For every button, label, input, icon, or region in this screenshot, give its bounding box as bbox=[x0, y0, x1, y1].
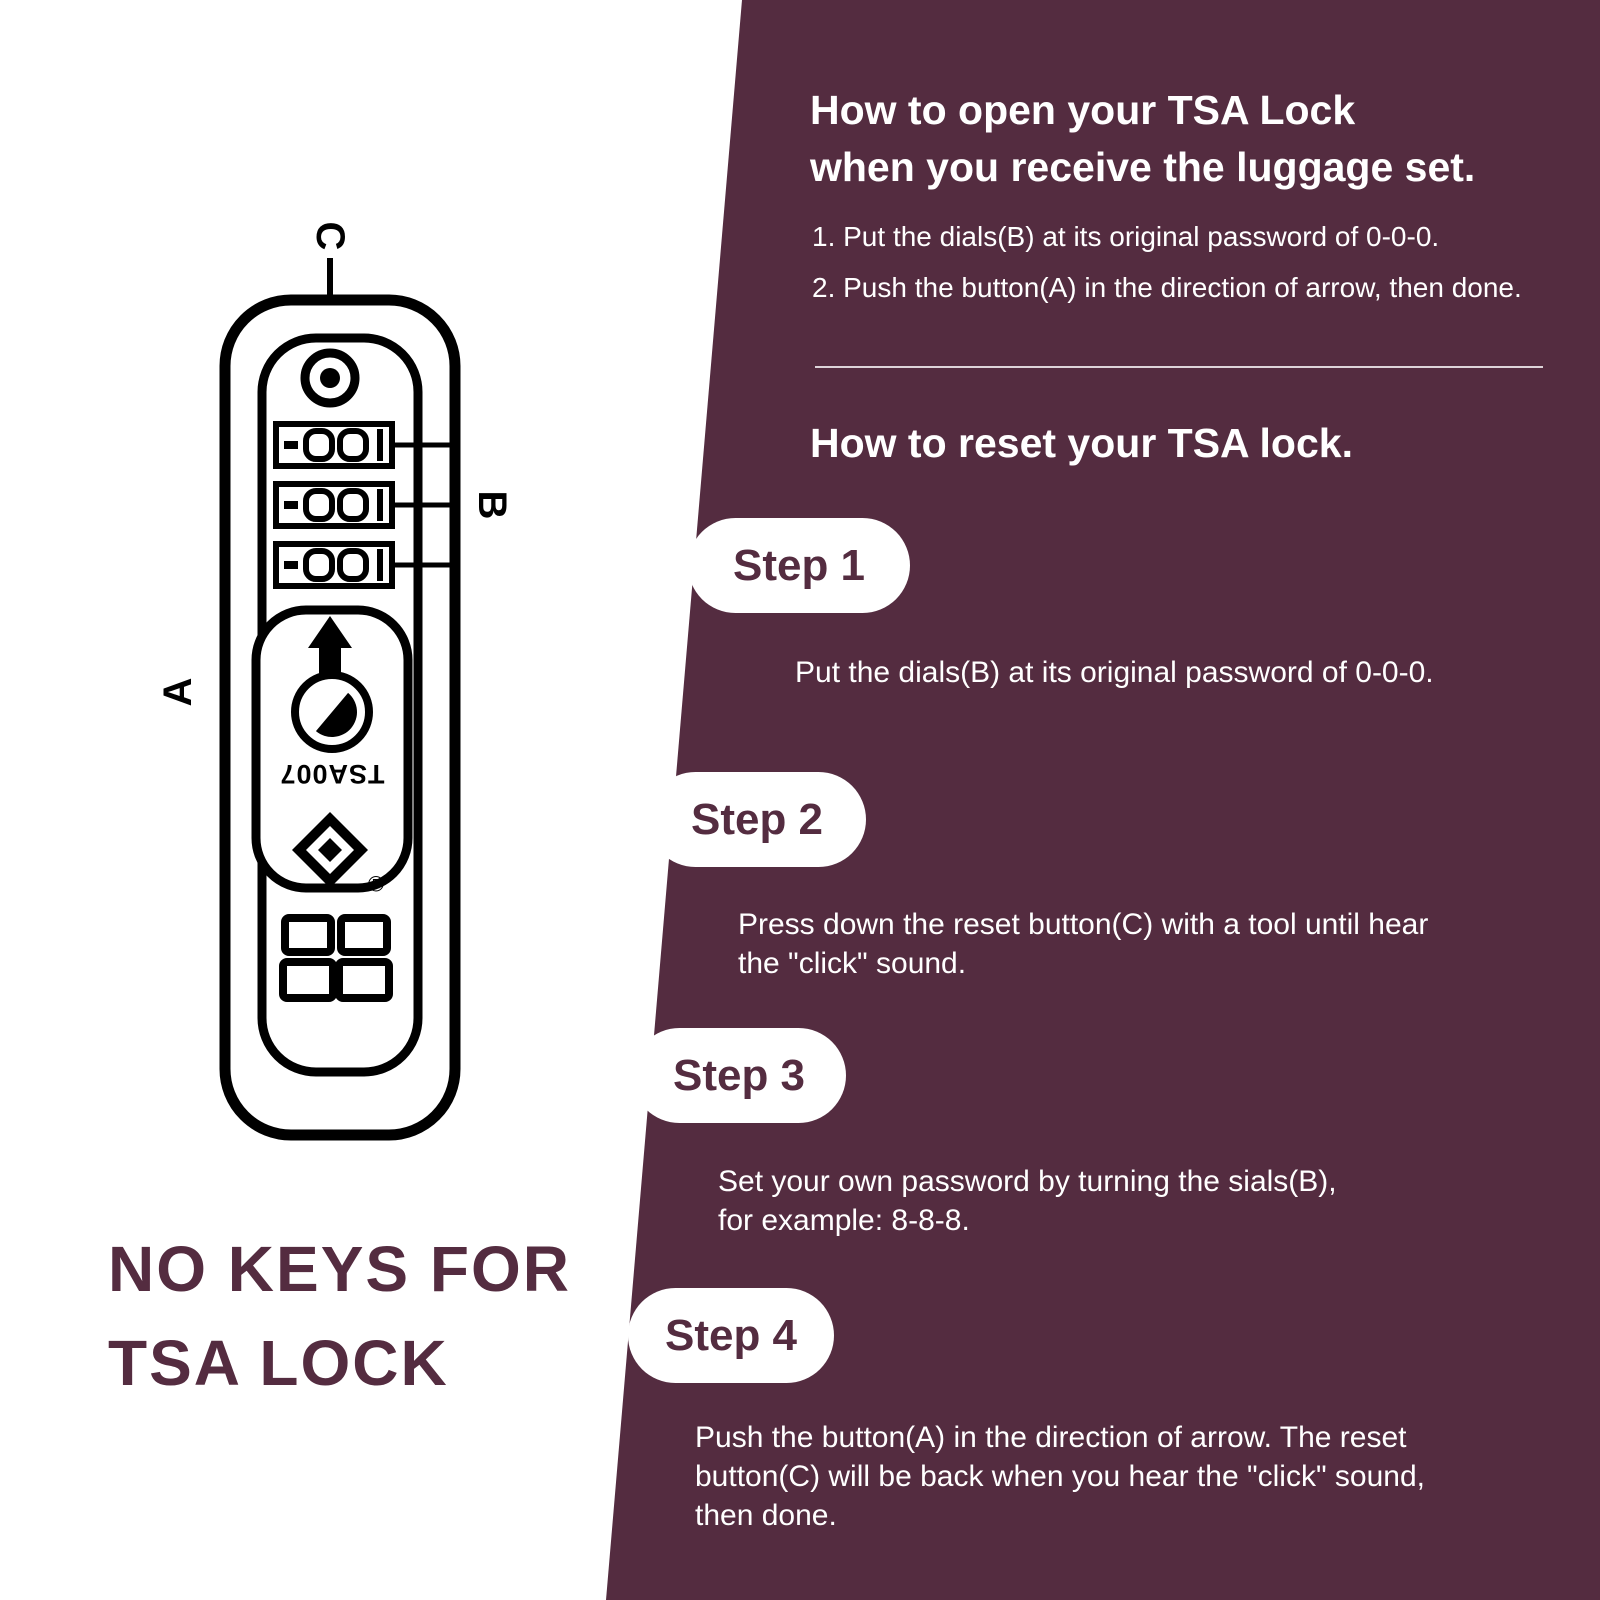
open-heading: How to open your TSA Lock when you recei… bbox=[810, 82, 1475, 196]
slot bbox=[281, 914, 335, 956]
arrow-up-icon bbox=[308, 616, 352, 682]
step-4-label: Step 4 bbox=[664, 1310, 798, 1360]
step-1-text: Put the dials(B) at its original passwor… bbox=[795, 656, 1434, 689]
travel-sentry-diamond-icon bbox=[292, 812, 368, 888]
step-3-pill: Step 3 bbox=[632, 1028, 846, 1123]
reset-button-center bbox=[320, 368, 340, 388]
dial-zero-icon bbox=[337, 488, 369, 522]
section-divider bbox=[815, 366, 1543, 368]
registered-mark: ® bbox=[368, 872, 384, 897]
label-a: A bbox=[156, 678, 200, 707]
open-heading-line-1: How to open your TSA Lock bbox=[810, 87, 1356, 133]
dial-row-1 bbox=[273, 421, 395, 469]
slot bbox=[279, 958, 337, 1002]
reset-heading: How to reset your TSA lock. bbox=[810, 420, 1353, 466]
step-4-text: Push the button(A) in the direction of a… bbox=[695, 1421, 1426, 1532]
dial-zero-icon bbox=[303, 488, 335, 522]
open-heading-line-2: when you receive the luggage set. bbox=[810, 144, 1476, 190]
label-b: B bbox=[470, 491, 514, 520]
dial-row-2 bbox=[273, 481, 395, 529]
caption: NO KEYS FOR TSA LOCK bbox=[108, 1222, 571, 1410]
tsa007-text: TSA007 bbox=[279, 759, 384, 789]
step-1-label: Step 1 bbox=[732, 540, 866, 590]
step-2-text: Press down the reset button(C) with a to… bbox=[738, 908, 1429, 980]
slot bbox=[337, 914, 391, 956]
bottom-slots bbox=[279, 914, 393, 1002]
caption-line-1: NO KEYS FOR bbox=[108, 1233, 571, 1305]
dial-zero-icon bbox=[303, 428, 335, 462]
dial-zero-icon bbox=[337, 548, 369, 582]
dial-row-3 bbox=[273, 541, 395, 589]
tsa-knob-slot bbox=[315, 692, 357, 737]
caption-line-2: TSA LOCK bbox=[108, 1327, 449, 1399]
open-instruction-2: 2. Push the button(A) in the direction o… bbox=[812, 272, 1522, 303]
step-3-text: Set your own password by turning the sia… bbox=[718, 1165, 1337, 1237]
diamond-inner bbox=[318, 838, 342, 862]
dial-zero-icon bbox=[337, 428, 369, 462]
dial-zero-icon bbox=[303, 548, 335, 582]
step-1-pill: Step 1 bbox=[688, 518, 910, 613]
label-c: C bbox=[308, 222, 352, 251]
step-2-pill: Step 2 bbox=[648, 772, 866, 867]
step-3-label: Step 3 bbox=[672, 1050, 806, 1100]
slot bbox=[335, 958, 393, 1002]
open-instructions: 1. Put the dials(B) at its original pass… bbox=[812, 220, 1522, 322]
step-2-label: Step 2 bbox=[690, 794, 824, 844]
step-4-pill: Step 4 bbox=[628, 1288, 834, 1383]
label-b-bracket bbox=[392, 442, 461, 568]
open-instruction-1: 1. Put the dials(B) at its original pass… bbox=[812, 221, 1440, 252]
tsa-lock-diagram: C bbox=[156, 222, 514, 1141]
